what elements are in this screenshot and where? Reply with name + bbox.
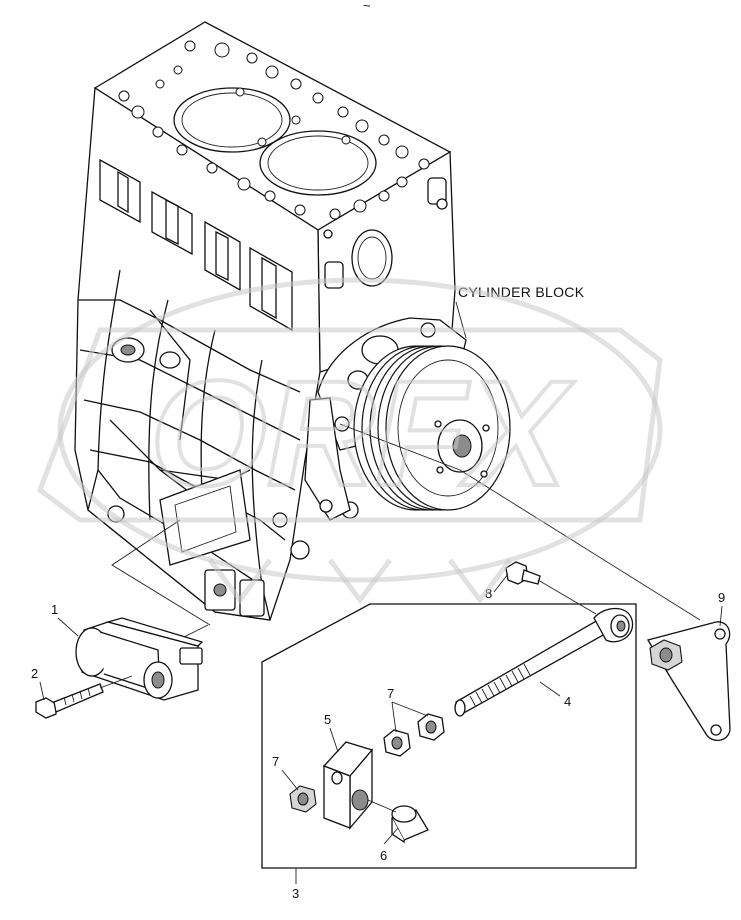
part1-pointer-line — [111, 519, 211, 626]
part-2-bolt — [35, 675, 133, 719]
part-6-sleeve — [367, 799, 429, 844]
part-9-bracket — [646, 621, 731, 741]
cylinder-block-leader — [455, 301, 467, 339]
callout-7-lower: 7 — [272, 754, 279, 769]
bracket-pointer-line — [339, 423, 701, 621]
part-4-rod — [454, 607, 634, 717]
callout-2: 2 — [31, 666, 38, 681]
assembly-3-frame — [261, 603, 637, 869]
callout-8: 8 — [485, 586, 492, 601]
callout-9: 9 — [718, 590, 725, 605]
callout-7-upper: 7 — [387, 686, 394, 701]
top-mark: ~ — [363, 0, 371, 13]
callout-3: 3 — [292, 886, 299, 901]
callout-6: 6 — [380, 848, 387, 863]
cylinder-block-drawing — [74, 21, 456, 621]
callout-1: 1 — [51, 602, 58, 617]
callout-leaders — [39, 573, 723, 884]
part-5-block — [322, 741, 374, 830]
water-pump-pulley-drawing — [304, 317, 511, 521]
watermark-text: ORFX — [150, 349, 575, 517]
watermark-logo: ORFX — [37, 277, 663, 605]
part-7-nut-lower — [289, 785, 317, 813]
callout-4: 4 — [564, 694, 571, 709]
callout-5: 5 — [324, 712, 331, 727]
part-7-nuts-upper — [383, 713, 445, 757]
part-8-bolt — [505, 561, 597, 615]
part-1-plate — [75, 617, 204, 701]
